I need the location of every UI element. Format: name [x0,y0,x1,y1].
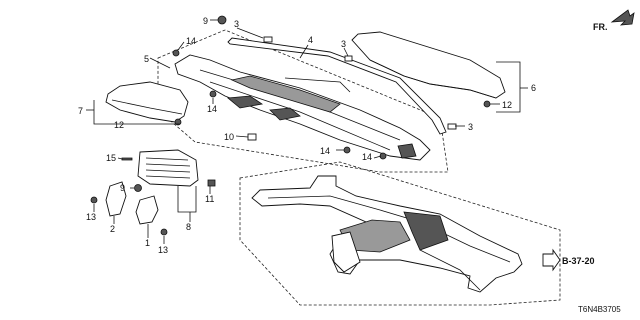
clip-3-right-icon [447,123,457,130]
screw-13-left-icon [90,196,98,204]
glove-lid-part [105,81,189,123]
trim-strip-part [227,37,447,135]
clip-10-icon [247,133,257,141]
callout-10: 10 [224,132,234,142]
callout-12-right: 12 [502,100,512,110]
callout-5: 5 [144,54,149,64]
bolt-9-top-icon [217,15,227,25]
callout-3-top: 3 [234,19,239,29]
cover-edge-line [369,59,497,99]
drawing-code: T6N4B3705 [578,305,621,314]
screw-13-right-icon [160,228,168,236]
clip-12-a-icon [174,118,182,126]
callout-8: 8 [186,222,191,232]
callout-13-right: 13 [158,245,168,255]
clip-3-mid-icon [344,55,353,62]
callout-9-top: 9 [203,16,208,26]
callout-3-mid: 3 [341,39,346,49]
duct-assembly-boundary [239,161,561,306]
main-frame-part [174,54,431,161]
clip-11-icon [207,179,216,187]
callout-labels: 9 3 4 3 14 5 6 12 3 7 12 14 10 14 14 15 … [78,16,536,255]
clip-14-a-icon [172,49,180,57]
clip-14-b-icon [209,90,217,98]
callout-14-b: 14 [207,104,217,114]
top-cover-panel-part [351,31,506,99]
callout-13-left: 13 [86,212,96,222]
vent-module-part [137,149,199,187]
callout-7: 7 [78,106,83,116]
reference-label: B-37-20 [562,256,595,266]
bracket-part-2 [105,181,127,217]
callout-12-left: 12 [114,120,124,130]
clip-14-c-icon [343,146,351,154]
callout-3-right: 3 [468,122,473,132]
callout-9-lower: 9 [120,183,125,193]
front-arrow-icon [610,9,635,26]
clip-3-top-icon [263,36,273,43]
reference-link[interactable]: B-37-20 [542,248,595,272]
callout-1: 1 [145,238,150,248]
callout-14-a: 14 [186,36,196,46]
screw-15-icon [121,157,133,161]
callout-14-d: 14 [362,152,372,162]
bolt-9-lower-icon [134,184,142,192]
air-duct-part [251,175,523,293]
leader-lines [86,19,528,244]
callout-2: 2 [110,224,115,234]
callout-4: 4 [308,35,313,45]
callout-11: 11 [205,194,214,204]
callout-14-c: 14 [320,146,330,156]
clip-12-b-icon [483,100,491,108]
front-direction-indicator: FR. [593,9,635,32]
callout-6: 6 [531,83,536,93]
bracket-part-1 [135,195,159,225]
callout-15: 15 [106,153,116,163]
front-direction-label: FR. [593,22,608,32]
reference-arrow-icon [542,248,561,272]
